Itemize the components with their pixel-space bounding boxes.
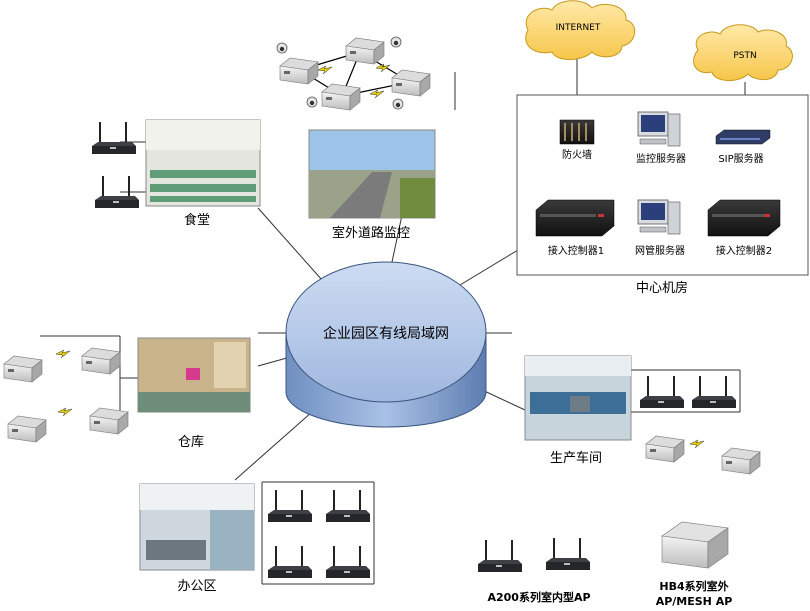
management-server-icon — [637, 199, 681, 235]
datacenter-title: 中心机房 — [636, 280, 688, 296]
datacenter-room: 防火墙 监控服务器 SIP服务器 接入控制器1 网管服务器 — [516, 94, 809, 276]
office-photo — [139, 483, 255, 571]
access-controller-1-label: 接入控制器1 — [548, 244, 604, 257]
indoor-ap-icon — [545, 537, 591, 571]
indoor-ap-icon — [477, 539, 523, 573]
legend-indoor-ap-label: A200系列室内型AP — [487, 590, 590, 604]
indoor-ap-icon — [325, 545, 371, 579]
internet-label: INTERNET — [556, 23, 601, 33]
outdoor-ap-icon — [645, 435, 685, 463]
outdoor-ap-icon — [81, 347, 121, 375]
firewall-icon — [559, 119, 595, 145]
camera-icon — [306, 96, 318, 108]
office-group: 办公区 — [139, 483, 371, 594]
canteen-group: 食堂 — [91, 119, 261, 228]
workshop-label: 生产车间 — [550, 450, 602, 466]
camera-icon — [276, 42, 288, 54]
canteen-photo — [145, 119, 261, 207]
road-photo — [308, 129, 436, 219]
warehouse-label: 仓库 — [178, 434, 204, 450]
outdoor-ap-icon — [279, 57, 319, 85]
camera-icon — [390, 36, 402, 48]
outdoor-ap-legend-icon — [661, 521, 729, 569]
legend-outdoor-ap-label-1: HB4系列室外 — [659, 579, 728, 593]
management-server-label: 网管服务器 — [635, 244, 685, 257]
firewall-label: 防火墙 — [562, 148, 592, 161]
monitor-server-label: 监控服务器 — [636, 152, 686, 165]
canteen-label: 食堂 — [184, 212, 210, 228]
workshop-photo — [524, 355, 632, 441]
outdoor-ap-icon — [321, 83, 361, 111]
indoor-ap-icon — [325, 489, 371, 523]
road-surveillance-mesh — [276, 36, 431, 111]
legend: A200系列室内型AP HB4系列室外 AP/MESH AP — [477, 521, 733, 608]
access-controller-2-icon — [707, 199, 781, 237]
access-controller-2-label: 接入控制器2 — [716, 244, 772, 257]
internet-cloud: INTERNET — [525, 0, 636, 60]
indoor-ap-icon — [267, 545, 313, 579]
outdoor-ap-icon — [89, 407, 129, 435]
road-label: 室外道路监控 — [332, 225, 410, 241]
wireless-link-icon — [369, 89, 385, 99]
sip-server-label: SIP服务器 — [718, 152, 763, 165]
outdoor-ap-icon — [345, 37, 385, 65]
legend-outdoor-ap-label-2: AP/MESH AP — [656, 595, 733, 608]
office-label: 办公区 — [177, 579, 216, 594]
pstn-cloud: PSTN — [693, 24, 793, 81]
wireless-link-icon — [317, 65, 333, 75]
indoor-ap-icon — [267, 489, 313, 523]
outdoor-ap-icon — [3, 355, 43, 383]
wireless-link-icon — [689, 439, 705, 449]
indoor-ap-icon — [691, 375, 737, 409]
wireless-link-icon — [55, 349, 71, 359]
workshop-group: 生产车间 — [524, 355, 761, 475]
camera-icon — [392, 98, 404, 110]
outdoor-ap-icon — [7, 415, 47, 443]
indoor-ap-icon — [639, 375, 685, 409]
warehouse-photo — [137, 337, 251, 413]
wireless-link-icon — [57, 407, 73, 417]
lan-core-label: 企业园区有线局域网 — [323, 325, 449, 342]
outdoor-ap-icon — [391, 69, 431, 97]
monitor-server-icon — [637, 111, 681, 147]
outdoor-ap-icon — [721, 447, 761, 475]
wireless-link-icon — [375, 63, 391, 73]
pstn-label: PSTN — [733, 51, 756, 61]
lan-core-cylinder: 企业园区有线局域网 — [285, 261, 487, 428]
warehouse-group: 仓库 — [3, 337, 251, 450]
sip-server-icon — [715, 129, 771, 145]
indoor-ap-icon — [91, 121, 137, 155]
access-controller-1-icon — [535, 199, 615, 237]
